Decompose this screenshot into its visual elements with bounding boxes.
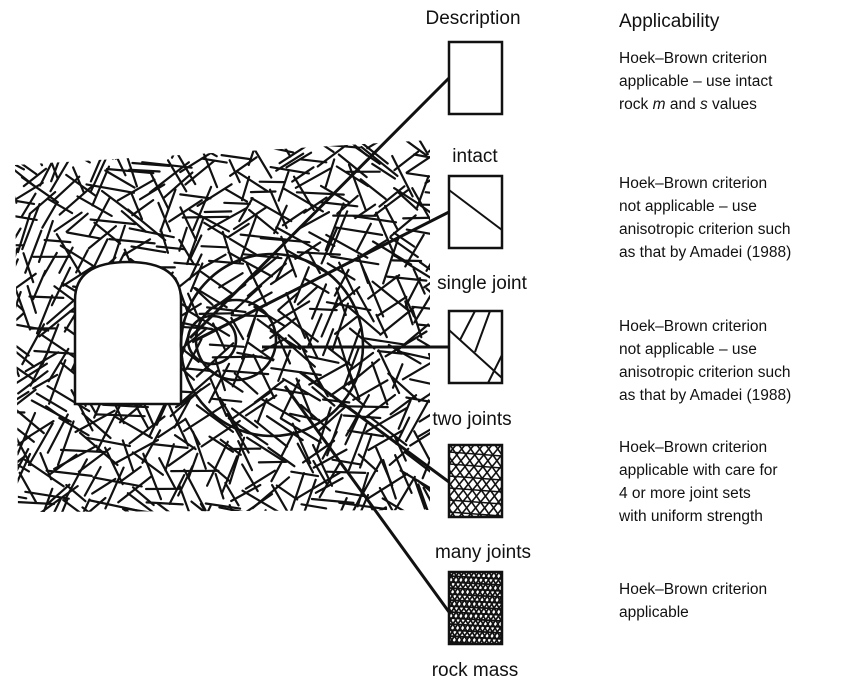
applicability-intact: Hoek–Brown criterion applicable – use in… (619, 50, 777, 113)
jointed-rock-mass (15, 140, 430, 512)
sample-label-two-joints: two joints (432, 409, 511, 430)
tunnel-opening (73, 260, 183, 406)
applicability-rock-mass: Hoek–Brown criterion applicable (619, 581, 772, 621)
leader-line-single-joint (191, 210, 450, 344)
description-header: Description (425, 8, 520, 29)
sample-box-rock-mass (447, 570, 504, 646)
applicability-many-joints: Hoek–Brown criterion applicable with car… (618, 439, 782, 525)
sample-box-intact (447, 40, 504, 116)
leader-line-rock-mass (283, 385, 451, 613)
sample-box-many-joints (447, 443, 504, 519)
leader-line-many-joints (299, 370, 450, 484)
applicability-two-joints: Hoek–Brown criterion not applicable – us… (619, 318, 795, 404)
sample-label-rock-mass: rock mass (432, 660, 519, 681)
sample-box-single-joint (447, 174, 504, 250)
leader-line-intact (188, 76, 451, 340)
sample-box-two-joints (447, 309, 504, 385)
sample-label-single-joint: single joint (437, 273, 527, 294)
leader-lines (188, 76, 451, 613)
applicability-single-joint: Hoek–Brown criterion not applicable – us… (619, 175, 795, 261)
applicability-header: Applicability (619, 11, 720, 32)
sample-label-intact: intact (452, 146, 498, 167)
sample-label-many-joints: many joints (435, 542, 531, 563)
